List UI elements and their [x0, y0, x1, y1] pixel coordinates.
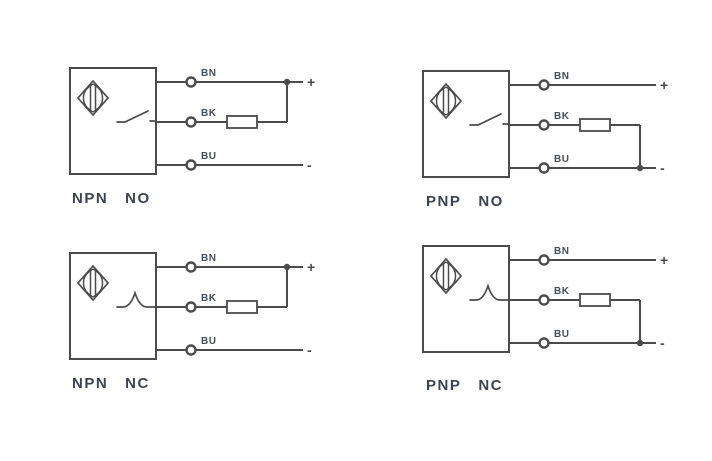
terminal-circle	[185, 159, 197, 171]
output-type-label: NPN	[72, 190, 109, 207]
sensor-diamond	[429, 257, 463, 295]
wire-label: BN	[201, 68, 216, 79]
diagram-label-pnp-no: PNP NO	[426, 193, 504, 210]
wire-bk: BK	[156, 108, 287, 129]
wire-bu: BU -	[156, 151, 312, 173]
wire-label: BN	[554, 71, 569, 82]
polarity-minus-sign: -	[307, 157, 312, 173]
diagram-pnp-no: BN + BK BU -	[422, 70, 668, 178]
diagram-npn-no: BN + BK BU -	[69, 67, 315, 175]
wire-bk: BK	[509, 286, 640, 307]
wire-bu: BU -	[156, 336, 312, 358]
wire-bn: BN +	[156, 68, 315, 90]
load-resistor	[579, 118, 611, 132]
wire-label: BK	[554, 286, 570, 297]
sensor-diamond	[76, 79, 110, 117]
wire-label: BU	[201, 336, 216, 347]
output-type-label: PNP	[426, 193, 462, 210]
sensor-lens-left	[82, 83, 94, 113]
output-type-label: NPN	[72, 375, 109, 392]
no-contact-icon	[116, 110, 157, 123]
sensor-diamond	[76, 264, 110, 302]
terminal-circle	[185, 116, 197, 128]
sensor-lens-right	[445, 86, 457, 116]
terminal-circle	[538, 337, 550, 349]
contact-state-label: NO	[478, 193, 504, 210]
diagram-pnp-nc: BN + BK BU -	[422, 245, 668, 353]
contact-state-label: NC	[125, 375, 150, 392]
nc-contact-icon	[116, 290, 157, 308]
proximity-sensor-icon	[76, 264, 110, 302]
terminal-circle	[538, 162, 550, 174]
junction-dot	[283, 263, 291, 271]
output-type-label: PNP	[426, 377, 462, 394]
wire-label: BU	[554, 154, 569, 165]
polarity-plus-sign: +	[307, 259, 315, 275]
wire-label: BK	[201, 293, 217, 304]
sensor-body	[69, 67, 157, 175]
wire-bk: BK	[509, 111, 640, 132]
polarity-plus-sign: +	[307, 74, 315, 90]
terminal-circle	[185, 261, 197, 273]
sensor-diamond	[429, 82, 463, 120]
wire-bn: BN +	[509, 246, 668, 268]
sensor-lens-left	[435, 86, 447, 116]
wire-label: BU	[201, 151, 216, 162]
wire-label: BK	[554, 111, 570, 122]
sensor-lens-left	[435, 261, 447, 291]
terminal-circle	[185, 301, 197, 313]
proximity-sensor-icon	[429, 82, 463, 120]
terminal-circle	[185, 76, 197, 88]
terminal-circle	[538, 79, 550, 91]
wire-label: BN	[554, 246, 569, 257]
junction-dot	[283, 78, 291, 86]
diagram-label-npn-nc: NPN NC	[72, 375, 150, 392]
load-resistor	[579, 293, 611, 307]
terminal-circle	[538, 254, 550, 266]
wire-bu: BU -	[509, 154, 665, 176]
no-contact-icon	[469, 113, 510, 126]
contact-state-label: NO	[125, 190, 151, 207]
sensor-lens-left	[82, 268, 94, 298]
sensor-lens-right	[92, 83, 104, 113]
junction-dot	[636, 164, 644, 172]
terminal-circle	[538, 119, 550, 131]
diagram-label-pnp-nc: PNP NC	[426, 377, 503, 394]
load-resistor	[226, 115, 258, 129]
contact-state-label: NC	[478, 377, 504, 394]
wire-bn: BN +	[509, 71, 668, 93]
sensor-body	[69, 252, 157, 360]
sensor-lens-right	[92, 268, 104, 298]
wire-bk: BK	[156, 293, 287, 314]
wire-label: BK	[201, 108, 217, 119]
sensor-body	[422, 245, 510, 353]
polarity-plus-sign: +	[660, 252, 668, 268]
sensor-body	[422, 70, 510, 178]
wire-bn: BN +	[156, 253, 315, 275]
terminal-circle	[538, 294, 550, 306]
load-resistor	[226, 300, 258, 314]
diagram-npn-nc: BN + BK BU -	[69, 252, 315, 360]
sensor-lens-right	[445, 261, 457, 291]
terminal-circle	[185, 344, 197, 356]
nc-contact-icon	[469, 283, 510, 301]
polarity-minus-sign: -	[307, 342, 312, 358]
polarity-plus-sign: +	[660, 77, 668, 93]
polarity-minus-sign: -	[660, 160, 665, 176]
wire-bu: BU -	[509, 329, 665, 351]
proximity-sensor-icon	[76, 79, 110, 117]
junction-dot	[636, 339, 644, 347]
wire-label: BN	[201, 253, 216, 264]
diagram-label-npn-no: NPN NO	[72, 190, 151, 207]
polarity-minus-sign: -	[660, 335, 665, 351]
proximity-sensor-icon	[429, 257, 463, 295]
wire-label: BU	[554, 329, 569, 340]
